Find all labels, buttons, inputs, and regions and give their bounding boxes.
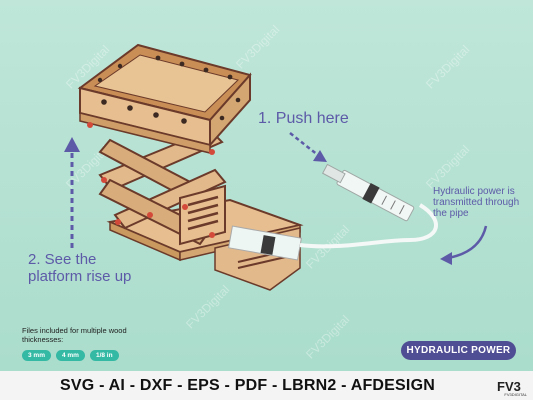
hydraulic-tube xyxy=(299,203,438,249)
hydraulic-note: Hydraulic power is transmitted through t… xyxy=(433,186,520,219)
thickness-chip: 1/8 in xyxy=(89,350,119,361)
hydraulic-power-badge: HYDRAULIC POWER xyxy=(401,341,516,360)
tray-holes xyxy=(97,55,241,124)
files-note: Files included for multiple wood thickne… xyxy=(22,326,127,345)
slotted-support xyxy=(179,184,226,246)
svg-text:FV3: FV3 xyxy=(497,379,521,394)
push-arrow xyxy=(289,132,319,156)
thickness-chip: 4 mm xyxy=(55,350,85,361)
thickness-chips: 3 mm 4 mm 1/8 in xyxy=(22,350,119,361)
file-formats: SVG - AI - DXF - EPS - PDF - LBRN2 - AFD… xyxy=(60,377,435,394)
logo-subtext: FV3DIGITAL xyxy=(504,392,527,397)
tray-side xyxy=(209,72,251,148)
fv3-logo-icon: FV3 xyxy=(497,379,521,394)
formats-bar: SVG - AI - DXF - EPS - PDF - LBRN2 - AFD… xyxy=(0,371,533,400)
thickness-chip: 3 mm xyxy=(22,350,51,361)
pegs xyxy=(87,122,215,238)
push-syringe xyxy=(322,163,415,222)
pipe-arrow xyxy=(447,225,488,260)
see-rise-label: 2. See the platform rise up xyxy=(28,251,132,285)
push-here-label: 1. Push here xyxy=(258,110,349,127)
